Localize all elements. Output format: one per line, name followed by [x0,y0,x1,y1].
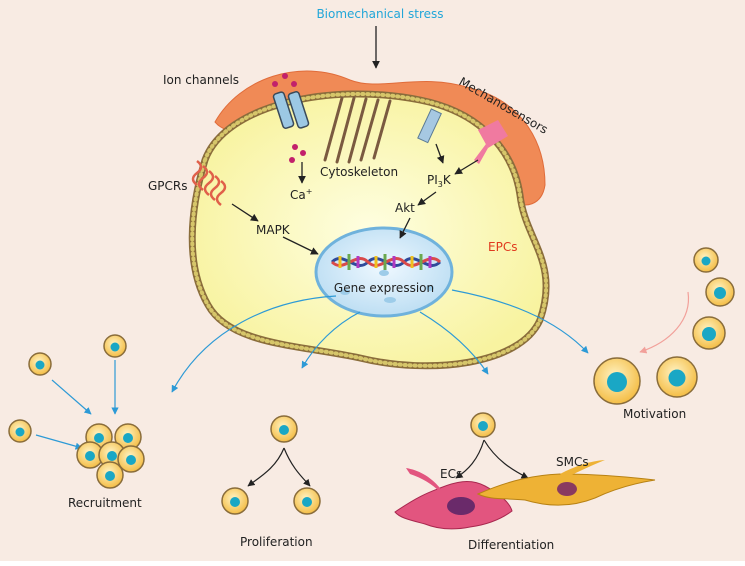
label-ecs: ECs [440,467,462,481]
nucleoli [340,270,434,303]
calcium-ions [272,73,306,163]
smooth-muscle-cell-icon [476,460,656,506]
mechanosensor-icon [417,108,508,164]
label-motivation: Motivation [623,407,686,421]
label-smcs: SMCs [556,455,589,469]
cytoskeleton-fibers [323,96,392,164]
label-ion-channels: Ion channels [163,73,239,87]
outcome-arrows [171,289,589,393]
dna-icon [330,254,442,270]
label-akt: Akt [395,201,415,215]
ion-channel-icon [272,91,310,129]
diagram-title: Biomechanical stress [316,7,443,21]
label-proliferation: Proliferation [240,535,313,549]
label-mapk: MAPK [256,223,291,237]
cell-membrane [190,91,549,368]
motivation-arrow [639,291,690,354]
label-cytoskeleton: Cytoskeleton [320,165,398,179]
pathway-arrows [231,26,479,255]
recruitment-arrows [35,360,119,450]
label-differentiation: Differentiation [468,538,554,552]
label-recruitment: Recruitment [68,496,142,510]
label-gene-expression: Gene expression [334,281,434,295]
label-pi3k: PI3K [427,173,452,189]
division-arrows [247,439,529,487]
stem-cell-icon [8,247,735,515]
label-epcs: EPCs [488,240,517,254]
gpcr-icon [191,160,227,206]
label-calcium: Ca+ [290,187,312,202]
label-gpcrs: GPCRs [148,179,188,193]
